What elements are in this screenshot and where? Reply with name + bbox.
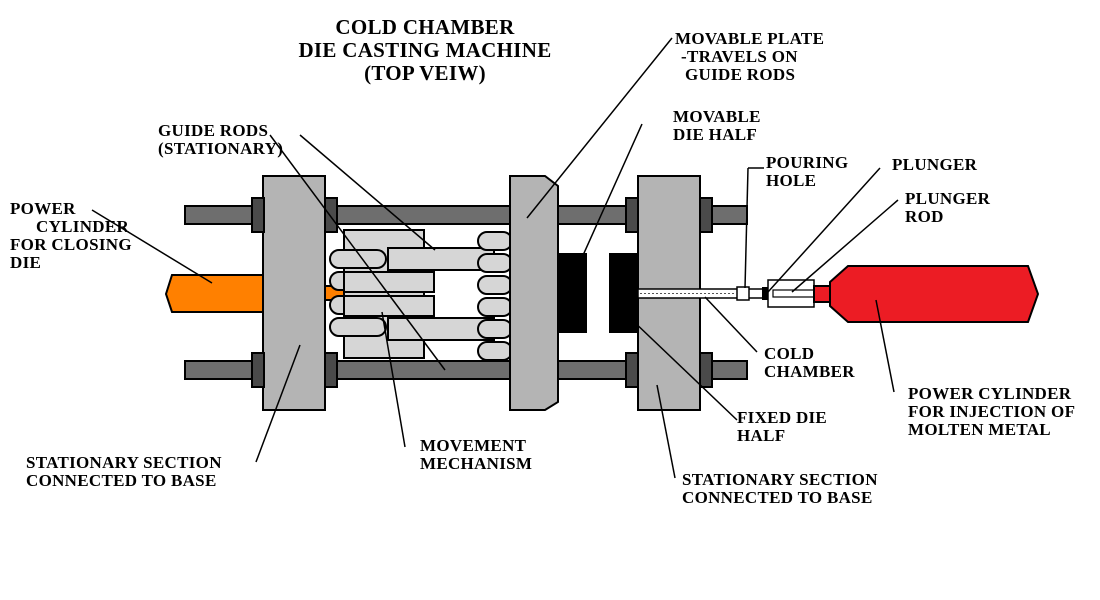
pouring-hole [736,286,750,301]
injection-connector [813,285,831,303]
title-line-3: (TOP VEIW) [364,61,486,85]
movement-mechanism [329,229,513,361]
label-fixed-die-half: FIXED DIE HALF [737,408,828,445]
stationary-plate-left [262,175,326,411]
label-movable-die-half: MOVABLE DIE HALF [673,107,761,144]
label-power-cylinder-injection: POWER CYLINDER FOR INJECTION OF MOLTEN M… [908,384,1076,439]
diagram-title: COLD CHAMBER DIE CASTING MACHINE (TOP VE… [275,16,575,85]
label-cold-chamber: COLD CHAMBER [764,344,855,381]
title-line-2: DIE CASTING MACHINE [298,38,552,62]
injection-cylinder [829,265,1040,323]
label-pouring-hole: POURING HOLE [766,153,849,190]
label-movement-mechanism: MOVEMENT MECHANISM [420,436,533,473]
label-guide-rods: GUIDE RODS (STATIONARY) [158,121,284,158]
leader-lines [91,37,899,479]
label-plunger-rod: PLUNGER ROD [905,189,991,226]
label-power-cylinder-closing: POWER CYLINDER FOR CLOSING DIE [10,199,132,272]
fixed-die-half [609,253,639,333]
title-line-1: COLD CHAMBER [335,15,515,39]
nuts [251,197,713,388]
closing-cylinder [164,274,266,313]
label-plunger: PLUNGER [892,155,978,174]
label-stationary-right: STATIONARY SECTION CONNECTED TO BASE [682,470,878,507]
plunger-rod [772,289,818,298]
movable-plate [509,175,559,411]
label-stationary-left: STATIONARY SECTION CONNECTED TO BASE [26,453,222,490]
movable-die-half [557,253,587,333]
label-movable-plate: MOVABLE PLATE -TRAVELS ON GUIDE RODS [675,29,825,84]
